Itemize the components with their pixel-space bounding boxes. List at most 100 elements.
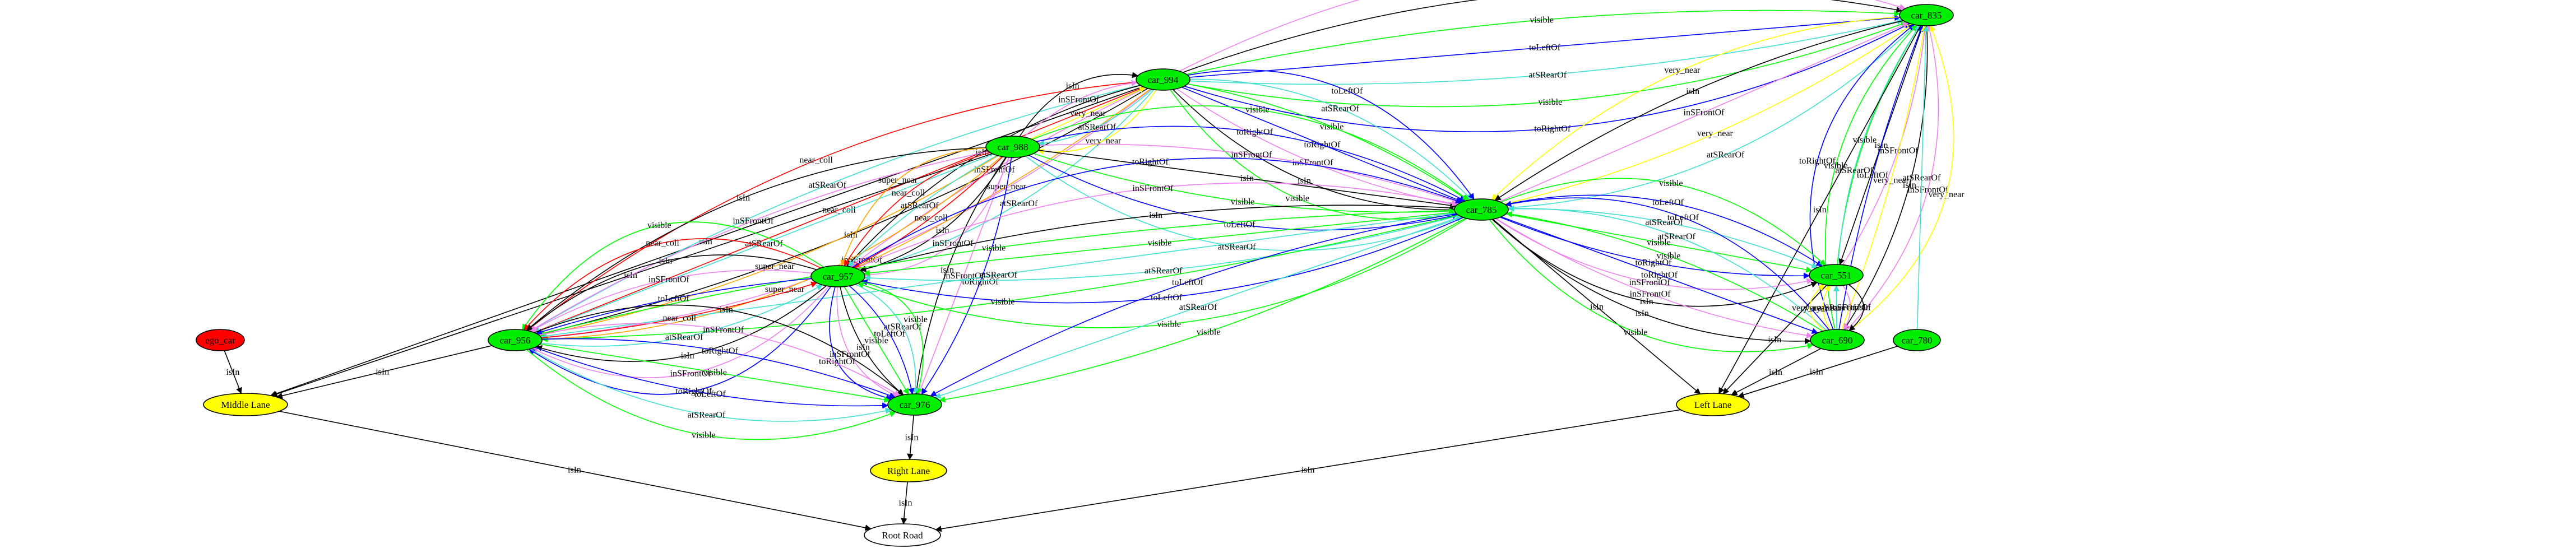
edge-line bbox=[1843, 25, 1928, 331]
node-ellipse[interactable] bbox=[1810, 329, 1865, 351]
edge-label: toLeftOf bbox=[1667, 213, 1699, 222]
edge-line bbox=[1189, 78, 1472, 201]
edge-label: visible bbox=[864, 336, 888, 346]
edge-isIn: isIn bbox=[1718, 25, 1921, 394]
edge-label: toRightOf bbox=[702, 346, 739, 356]
edge-line bbox=[1916, 25, 1929, 330]
node-ellipse[interactable] bbox=[1676, 393, 1750, 416]
edge-inSFrontOf: inSFrontOf bbox=[1179, 0, 1906, 72]
node-left[interactable]: Left Lane bbox=[1676, 393, 1750, 416]
node-car-551[interactable]: car_551 bbox=[1809, 264, 1864, 286]
node-right[interactable]: Right Lane bbox=[870, 459, 947, 482]
node-car-780[interactable]: car_780 bbox=[1893, 329, 1941, 351]
edge-line bbox=[1170, 89, 1458, 220]
edge-line bbox=[847, 155, 998, 267]
edge-label: isIn bbox=[681, 351, 694, 361]
edge-line bbox=[921, 157, 1012, 395]
node-ellipse[interactable] bbox=[870, 459, 947, 482]
edge-atSRearOf: atSRearOf bbox=[1025, 156, 1463, 252]
edge-isIn: isIn bbox=[1173, 89, 1456, 213]
edge-label: inSFrontOf bbox=[1878, 146, 1919, 156]
edge-super_near: super_near bbox=[541, 156, 1002, 342]
edge-line bbox=[853, 156, 1003, 268]
edge-line bbox=[541, 156, 1002, 342]
node-ellipse[interactable] bbox=[1454, 198, 1509, 221]
edge-line bbox=[541, 281, 818, 338]
edge-inSFrontOf: inSFrontOf bbox=[1830, 285, 1871, 331]
edge-atSRearOf: atSRearOf bbox=[1903, 25, 1941, 330]
edge-visible: visible bbox=[1032, 105, 1470, 201]
edge-isIn: isIn bbox=[1494, 20, 1903, 201]
edge-label: isIn bbox=[905, 433, 919, 443]
node-car-956[interactable]: car_956 bbox=[488, 329, 543, 351]
node-car-690[interactable]: car_690 bbox=[1810, 329, 1865, 351]
edge-line bbox=[533, 86, 1145, 333]
node-car-957[interactable]: car_957 bbox=[810, 265, 865, 287]
edge-atSRearOf: atSRearOf bbox=[529, 85, 1141, 332]
edge-line bbox=[1184, 23, 1911, 132]
node-middle[interactable]: Middle Lane bbox=[203, 393, 288, 416]
node-ellipse[interactable] bbox=[985, 136, 1040, 158]
edge-isIn: isIn bbox=[859, 205, 1455, 272]
edge-line bbox=[1504, 24, 1914, 205]
node-ellipse[interactable] bbox=[1899, 4, 1954, 26]
edge-line bbox=[526, 254, 817, 331]
node-ellipse[interactable] bbox=[810, 265, 865, 287]
edge-label: visible bbox=[1245, 105, 1270, 115]
edge-label: isIn bbox=[720, 305, 733, 315]
edge-label: toRightOf bbox=[1236, 127, 1273, 137]
node-ellipse[interactable] bbox=[203, 393, 288, 416]
edge-toLeftOf: toLeftOf bbox=[535, 278, 812, 335]
edge-visible: visible bbox=[541, 215, 1459, 342]
edge-label: isIn bbox=[1903, 180, 1916, 190]
edge-line bbox=[844, 152, 991, 267]
edge-line bbox=[1494, 20, 1903, 201]
edge-toRightOf: toRightOf bbox=[819, 286, 892, 401]
node-road[interactable]: Root Road bbox=[864, 523, 941, 547]
node-ellipse[interactable] bbox=[1893, 329, 1941, 351]
node-ellipse[interactable] bbox=[196, 329, 245, 351]
node-car-976[interactable]: car_976 bbox=[887, 393, 942, 416]
edge-label: isIn bbox=[736, 193, 750, 203]
edge-label: visible bbox=[1538, 97, 1562, 107]
edge-label: near_coll bbox=[892, 188, 925, 198]
edge-line bbox=[1491, 219, 1811, 345]
node-ellipse[interactable] bbox=[1809, 264, 1864, 286]
node-car-835[interactable]: car_835 bbox=[1899, 4, 1954, 26]
edge-line bbox=[1848, 284, 1864, 331]
node-ellipse[interactable] bbox=[864, 523, 941, 547]
node-ellipse[interactable] bbox=[1136, 68, 1190, 91]
edge-line bbox=[1842, 285, 1851, 331]
edge-label: toRightOf bbox=[1641, 271, 1678, 280]
edge-visible: visible bbox=[1186, 10, 1901, 75]
edge-line bbox=[918, 157, 1009, 395]
edge-visible: visible bbox=[522, 221, 824, 331]
edge-line bbox=[538, 155, 999, 337]
node-ego-car[interactable]: ego_car bbox=[196, 329, 245, 351]
node-car-994[interactable]: car_994 bbox=[1136, 68, 1190, 91]
edge-label: super_near bbox=[755, 262, 795, 271]
edge-inSFrontOf: inSFrontOf bbox=[1846, 25, 1949, 331]
edge-label: atSRearOf bbox=[1903, 173, 1941, 183]
edge-atSRearOf: atSRearOf bbox=[855, 284, 922, 395]
edge-line bbox=[1822, 285, 1831, 331]
edge-line bbox=[844, 286, 909, 395]
node-car-988[interactable]: car_988 bbox=[985, 136, 1040, 158]
edge-label: atSRearOf bbox=[1645, 217, 1683, 227]
edge-label: atSRearOf bbox=[1078, 123, 1116, 132]
edge-line bbox=[530, 348, 892, 422]
edge-label: isIn bbox=[899, 499, 912, 508]
edge-line bbox=[836, 286, 898, 397]
node-car-785[interactable]: car_785 bbox=[1454, 198, 1509, 221]
edge-line bbox=[857, 218, 1467, 328]
edge-label: very_near bbox=[1792, 304, 1828, 313]
edge-line bbox=[541, 338, 896, 398]
edge-toLeftOf: toLeftOf bbox=[930, 213, 1457, 397]
edge-atSRearOf: atSRearOf bbox=[864, 215, 1460, 281]
node-label: Root Road bbox=[882, 530, 923, 541]
node-ellipse[interactable] bbox=[488, 329, 543, 351]
node-ellipse[interactable] bbox=[887, 393, 942, 416]
edge-line bbox=[529, 151, 989, 332]
edge-label: toRightOf bbox=[1534, 124, 1571, 133]
edge-atSRearOf: atSRearOf bbox=[847, 155, 998, 267]
